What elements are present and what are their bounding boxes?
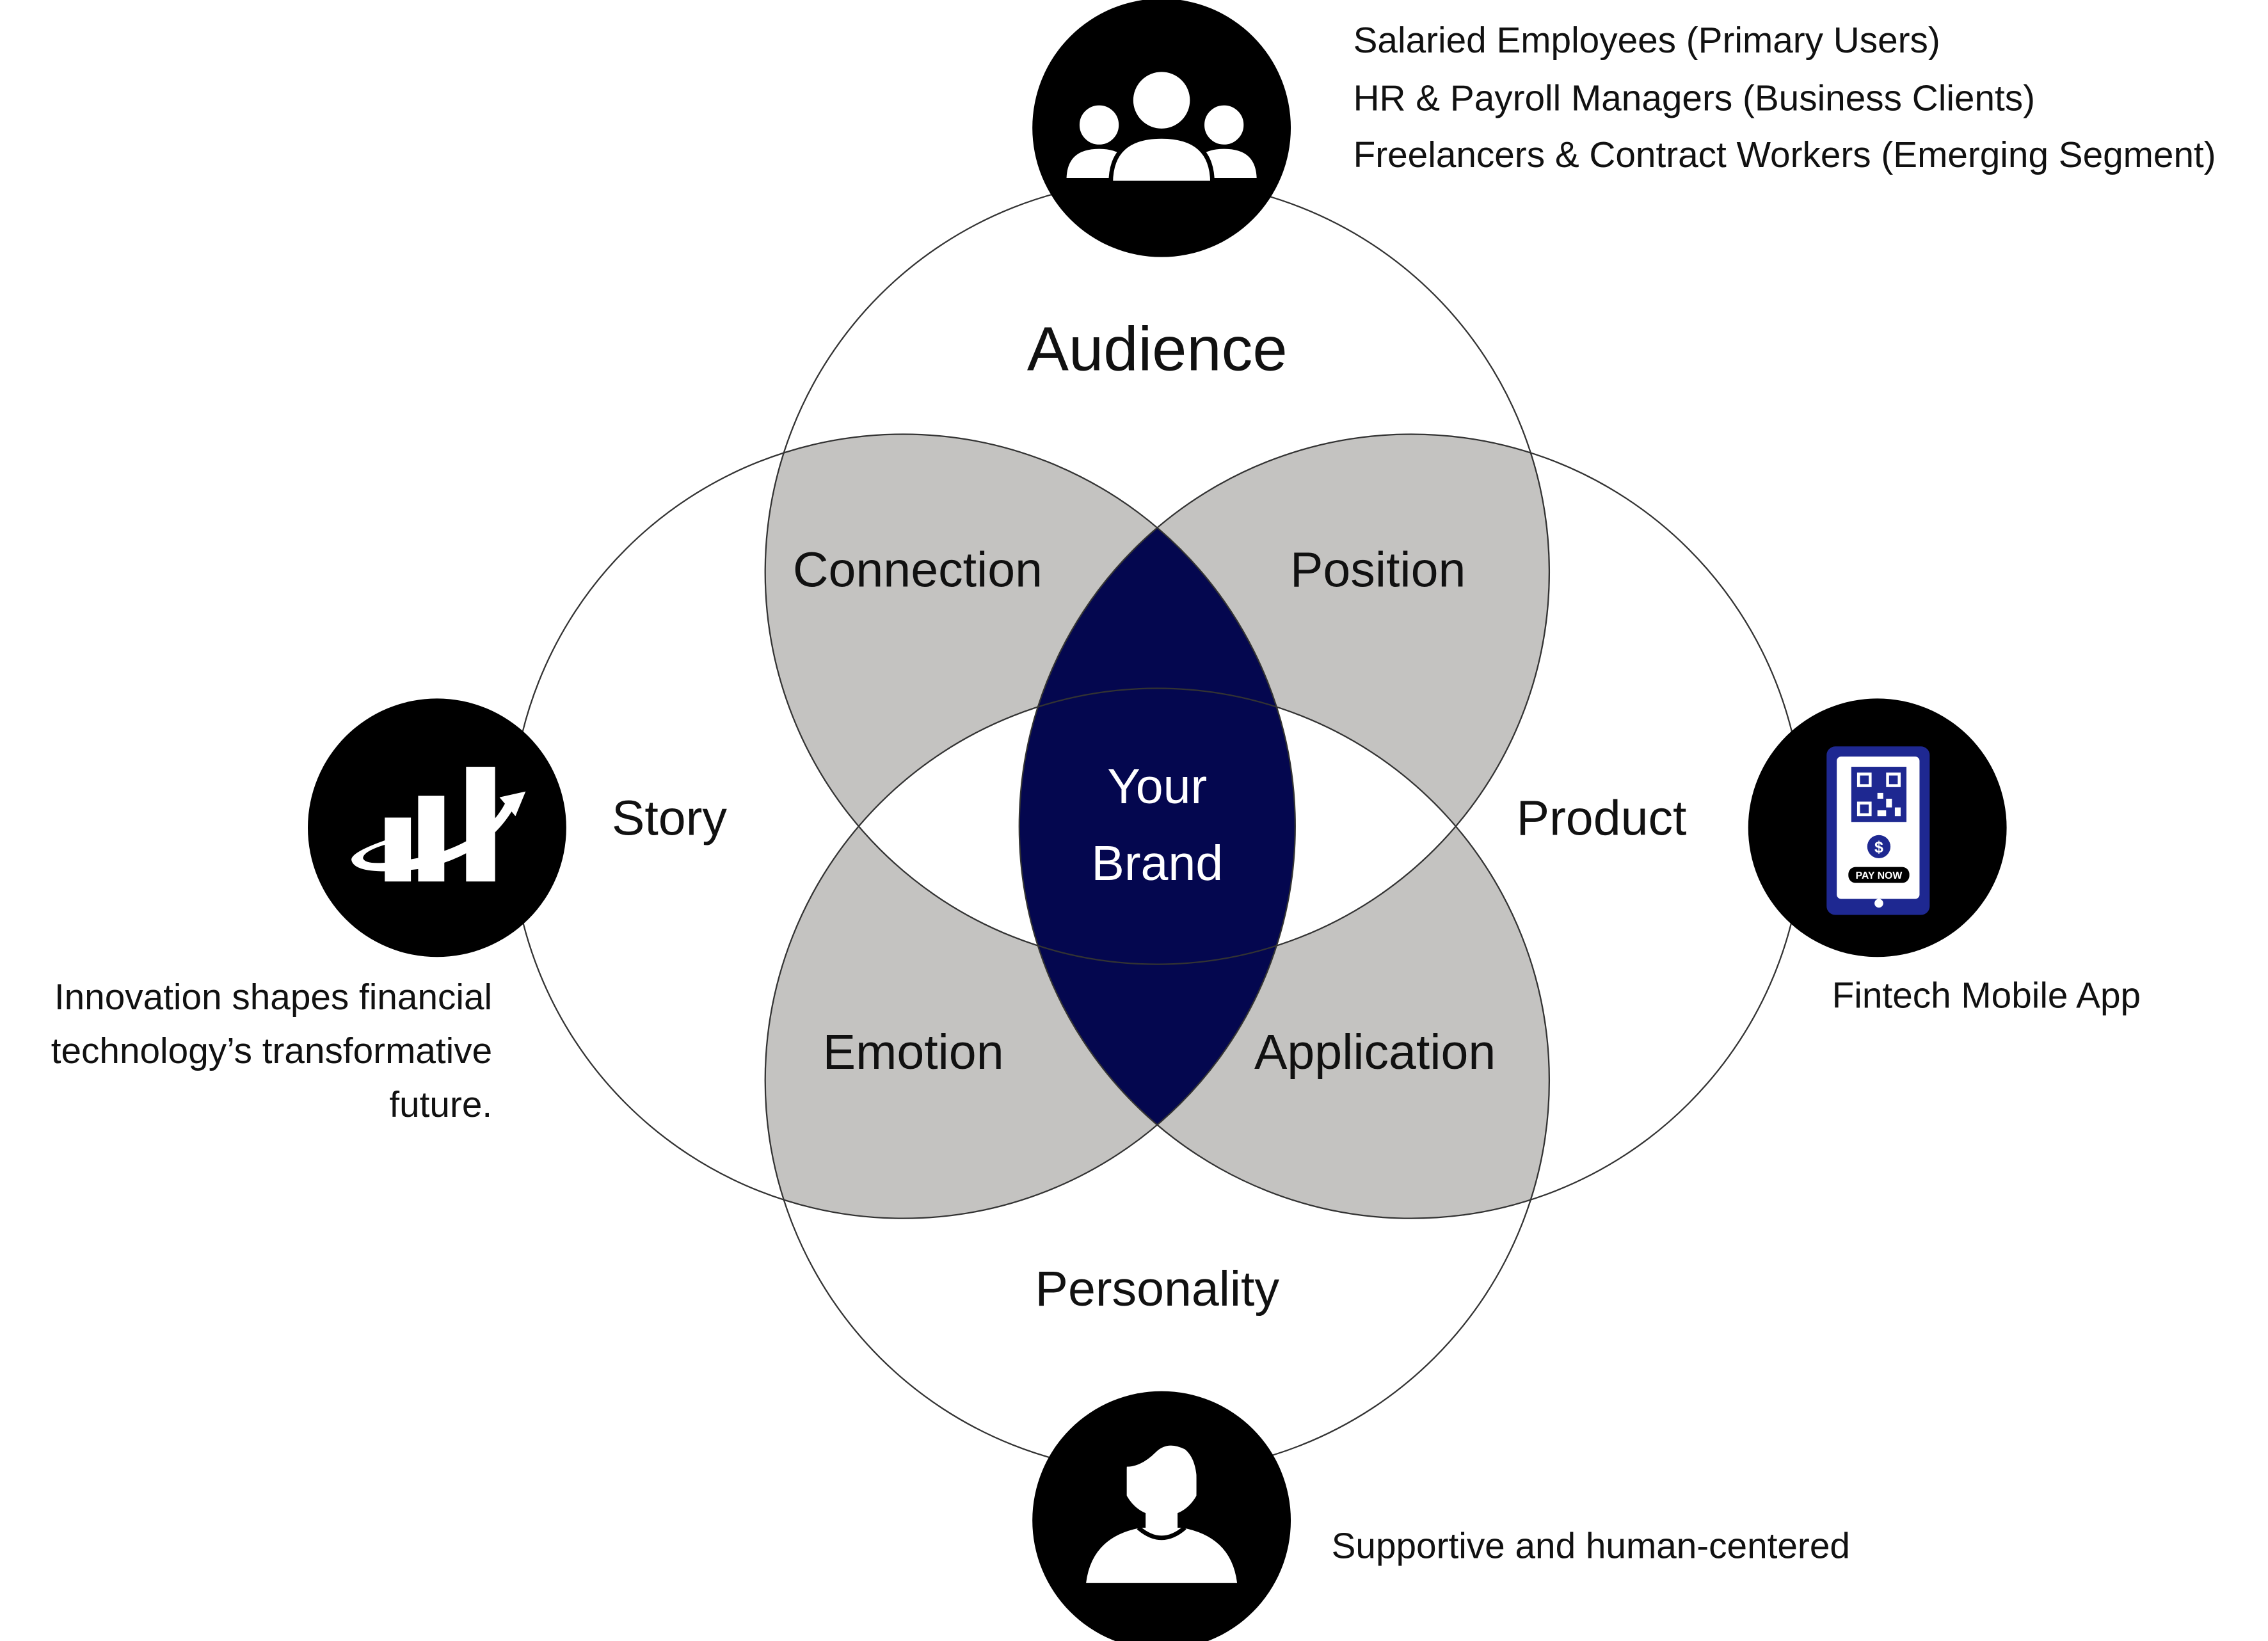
emotion-label: Emotion bbox=[823, 1025, 1004, 1080]
people-group-icon bbox=[1062, 67, 1261, 186]
brand-label-line1: Your bbox=[1107, 759, 1207, 814]
audience-note-1: Salaried Employees (Primary Users) bbox=[1354, 20, 1940, 61]
story-icon-badge bbox=[308, 698, 566, 957]
product-note: Fintech Mobile App bbox=[1832, 976, 2141, 1016]
personality-note: Supportive and human-centered bbox=[1332, 1526, 1850, 1567]
personality-label: Personality bbox=[1035, 1261, 1280, 1317]
person-avatar-icon bbox=[1086, 1429, 1238, 1583]
story-note-3: future. bbox=[389, 1085, 492, 1125]
position-label: Position bbox=[1290, 543, 1465, 598]
pay-now-label: PAY NOW bbox=[1855, 870, 1902, 881]
center-lens bbox=[765, 688, 1549, 965]
mobile-payment-icon: $ PAY NOW bbox=[1826, 746, 1930, 915]
audience-note-3: Freelancers & Contract Workers (Emerging… bbox=[1354, 135, 2216, 175]
brand-core-region bbox=[1019, 434, 1295, 1219]
story-note-1: Innovation shapes financial bbox=[54, 977, 492, 1018]
personality-icon-badge bbox=[1032, 1391, 1291, 1641]
story-label: Story bbox=[612, 791, 727, 846]
connection-label: Connection bbox=[793, 543, 1042, 598]
brand-label-line2: Brand bbox=[1091, 836, 1223, 891]
audience-note-2: HR & Payroll Managers (Business Clients) bbox=[1354, 79, 2035, 119]
application-label: Application bbox=[1254, 1025, 1496, 1080]
product-icon-badge: $ PAY NOW bbox=[1748, 698, 2007, 957]
audience-icon-badge bbox=[1032, 0, 1291, 257]
story-note-2: technology’s transformative bbox=[51, 1031, 492, 1071]
growth-chart-icon bbox=[351, 767, 526, 882]
audience-title: Audience bbox=[1027, 314, 1288, 384]
coin-symbol: $ bbox=[1874, 838, 1883, 856]
product-label: Product bbox=[1517, 791, 1687, 846]
